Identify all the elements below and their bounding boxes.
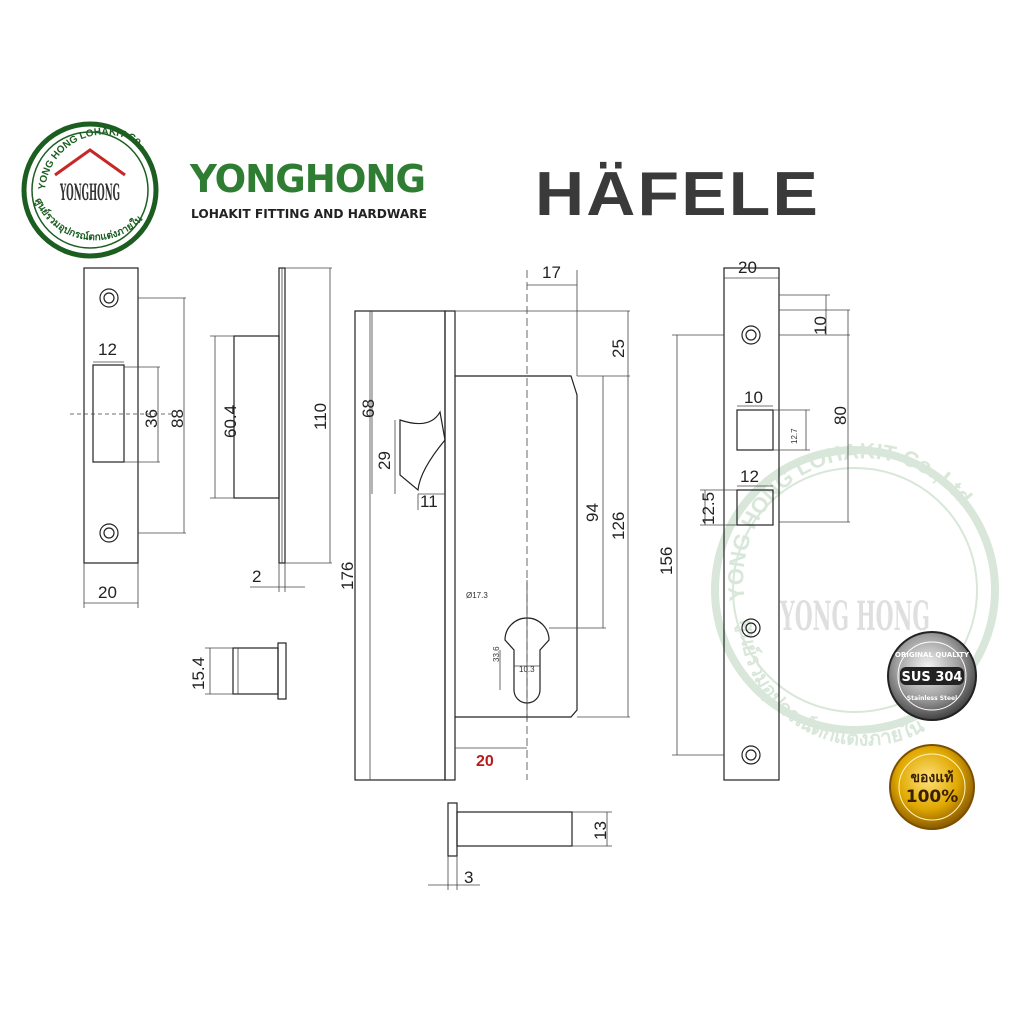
dim-strike-opening-height: 36 [142,409,161,428]
hafele-logo: HÄFELE [535,160,820,229]
dim-spindle-diameter: 15.4 [189,657,208,690]
dim-faceplate-hole-spacing: 80 [831,406,850,425]
dim-cylinder-height: 33.6 [492,646,501,662]
dim-cylinder-diameter: Ø17.3 [466,591,488,600]
dim-backset: 20 [476,753,494,770]
dim-case-height: 126 [609,512,628,540]
company-seal: YONG HONG LOHAKIT Co.,Ltd ศูนย์รวมอุปกรณ… [0,0,159,259]
dim-faceplate-slot2-height: 12.5 [699,492,718,525]
dim-top-width: 17 [542,263,561,282]
watermark-mark: YONG HONG [779,593,930,640]
watermark-top-text: YONG HONG LOHAKIT Co.,Ltd [723,438,977,602]
badge-quality-main: SUS 304 [902,670,963,685]
dim-faceplate-slot2-width: 12 [740,467,759,486]
dim-hook-depth: 11 [420,492,438,511]
dim-faceplate-width: 20 [738,258,757,277]
brand-sub: LOHAKIT FITTING AND HARDWARE [191,206,427,221]
dim-side-plate-height: 110 [311,403,330,430]
dim-center-to-cylinder: 94 [583,503,602,522]
dim-faceplate-total: 156 [657,547,676,575]
dim-side-plate-thickness: 2 [252,567,261,586]
dim-body-top-offset: 68 [359,399,378,418]
seal-mark: YONGHONG [60,180,120,206]
brand-main: YONGHONG [189,157,425,201]
hafele-text: HÄFELE [535,160,820,229]
sus304-badge: ORIGINAL QUALITY SUS 304 Stainless Steel [887,631,977,721]
lock-body-view: 68 29 11 176 17 25 94 126 Ø17.3 10.3 33.… [338,263,630,781]
side-plate-view: 60.4 110 2 [210,267,332,592]
dim-top-offset: 25 [609,339,628,358]
brand-logo: YONGHONG LOHAKIT FITTING AND HARDWARE [189,157,427,221]
dim-hook-height: 29 [375,451,394,470]
dim-pin-height: 13 [591,821,610,840]
dim-strike-opening-width: 12 [98,340,117,359]
pin-view: 13 3 [428,802,612,890]
seal-roof-icon [54,148,126,177]
dim-faceplate-top-hole: 10 [811,316,830,335]
dim-pin-head: 3 [464,868,473,887]
dim-faceplate-slot-width: 10 [744,388,763,407]
faceplate-view: 20 10 10 12.7 80 12 12.5 156 [657,258,850,781]
badge-quality-bottom: Stainless Steel [907,695,957,702]
genuine-badge: ของแท้ 100% [889,744,975,830]
spindle-view: 15.4 [189,642,287,700]
dim-strike-height: 88 [168,409,187,428]
dim-strike-width: 20 [98,583,117,602]
strike-plate-view: 12 36 88 20 [70,267,187,608]
badge-genuine-line1: ของแท้ [910,770,953,786]
badge-genuine-line2: 100% [906,787,959,807]
dim-cylinder-width: 10.3 [519,665,535,674]
dim-total-height: 176 [338,562,357,590]
dim-faceplate-slot-height: 12.7 [790,428,799,444]
badge-quality-top: ORIGINAL QUALITY [895,651,970,659]
dim-bolt-height: 60.4 [221,405,240,438]
